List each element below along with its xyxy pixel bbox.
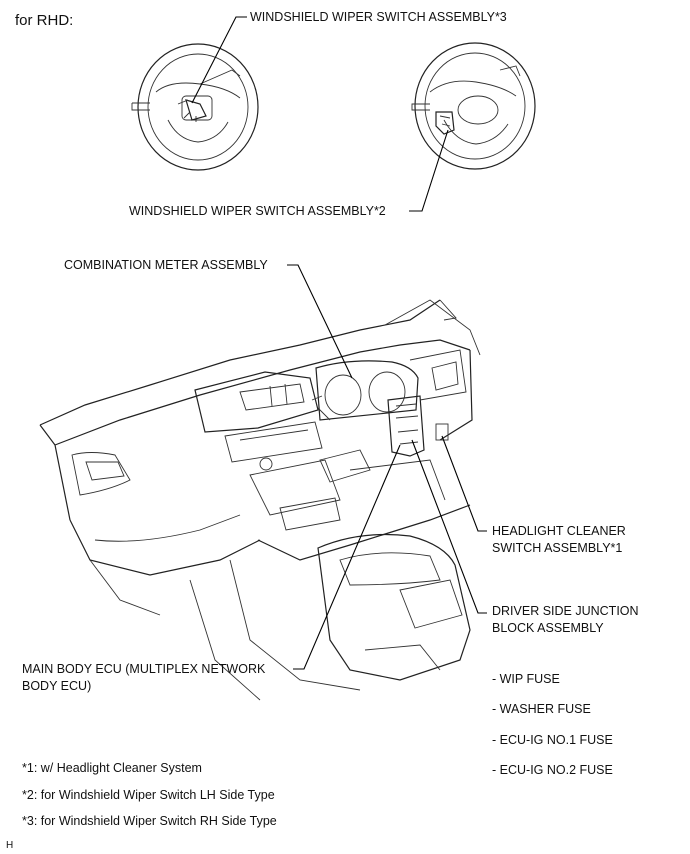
footnote: *2: for Windshield Wiper Switch LH Side … xyxy=(22,788,275,802)
label-main-body-ecu-line1: MAIN BODY ECU (MULTIPLEX NETWORK xyxy=(22,662,266,676)
steering-wheel-rh-type xyxy=(131,43,259,171)
fuse-item: - WIP FUSE xyxy=(492,672,560,686)
footnote: *1: w/ Headlight Cleaner System xyxy=(22,761,202,775)
label-junction-block-line2: BLOCK ASSEMBLY xyxy=(492,621,604,635)
footnote: *3: for Windshield Wiper Switch RH Side … xyxy=(22,814,277,828)
label-junction-block-line1: DRIVER SIDE JUNCTION xyxy=(492,604,639,618)
label-main-body-ecu-line2: BODY ECU) xyxy=(22,679,92,693)
label-combination-meter: COMBINATION METER ASSEMBLY xyxy=(64,258,268,272)
fuse-item: - WASHER FUSE xyxy=(492,702,591,716)
leader-lines xyxy=(191,16,487,670)
instrument-panel xyxy=(39,299,481,701)
fuse-item: - ECU-IG NO.2 FUSE xyxy=(492,763,613,777)
fuse-item: - ECU-IG NO.1 FUSE xyxy=(492,733,613,747)
steering-wheel-lh-type xyxy=(411,42,536,170)
page-header: for RHD: xyxy=(15,12,74,29)
label-headlight-cleaner-line2: SWITCH ASSEMBLY*1 xyxy=(492,541,623,555)
label-headlight-cleaner-line1: HEADLIGHT CLEANER xyxy=(492,524,626,538)
corner-mark: H xyxy=(6,840,14,851)
label-wiper-switch-lh: WINDSHIELD WIPER SWITCH ASSEMBLY*2 xyxy=(129,204,386,218)
label-wiper-switch-rh: WINDSHIELD WIPER SWITCH ASSEMBLY*3 xyxy=(250,10,507,24)
